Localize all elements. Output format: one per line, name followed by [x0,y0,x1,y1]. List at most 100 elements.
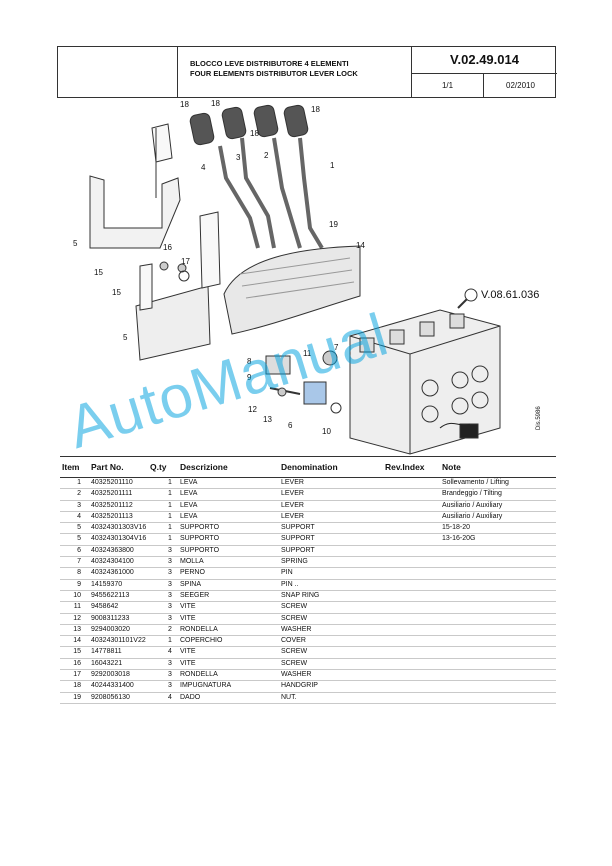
cell-qty: 3 [168,569,172,577]
cell-part: 9008311233 [91,614,130,622]
cell-qty: 3 [168,682,172,690]
cell-qty: 4 [168,693,172,701]
cell-desc: MOLLA [180,558,204,566]
parts-table: Item Part No. Q.ty Descrizione Denominat… [60,456,556,704]
cell-desc: VITE [180,659,196,667]
cell-qty: 4 [168,648,172,656]
cell-desc: VITE [180,614,196,622]
cell-qty: 3 [168,671,172,679]
cell-desc: PERNO [180,569,205,577]
cell-note: 15-18-20 [442,524,471,532]
callout-14: 14 [356,241,365,250]
cell-part: 40325201113 [91,512,133,520]
sheet-number: 1/1 [412,74,484,98]
cell-part: 9208056130 [91,693,130,701]
cell-part: 9455622113 [91,591,130,599]
callout-17: 17 [181,257,190,266]
cell-desc: IMPUGNATURA [180,682,232,690]
cell-den: SCREW [281,603,308,611]
cell-den: SCREW [281,614,308,622]
cell-den: LEVER [281,512,304,520]
callout-18d: 18 [311,105,320,114]
callout-15a: 15 [94,268,103,277]
callout-12: 12 [248,405,257,414]
callout-4: 4 [201,163,206,172]
cell-den: NUT. [281,693,297,701]
title-italian: BLOCCO LEVE DISTRIBUTORE 4 ELEMENTI [190,59,349,68]
callout-2: 2 [264,151,269,160]
cell-part: 40244331400 [91,682,134,690]
cell-item: 19 [73,693,81,701]
cell-note: Ausiliario / Auxiliary [442,512,503,520]
table-row: 19 9208056130 4 DADO NUT. [60,693,556,704]
cell-desc: DADO [180,693,201,701]
cell-desc: SEEGER [180,591,210,599]
cell-item: 3 [77,501,81,509]
header-rev-index: Rev.Index [385,462,425,472]
callout-11: 11 [303,349,312,358]
callout-18c: 18 [250,129,259,138]
code-cell: V.02.49.014 1/1 02/2010 [412,47,557,98]
callout-3: 3 [236,153,241,162]
cell-qty: 1 [168,535,172,543]
exploded-diagram-svg: 18 18 18 18 1 2 3 4 5 5 7 8 9 10 11 12 1… [73,99,539,455]
cell-den: LEVER [281,501,304,509]
cell-qty: 3 [168,614,172,622]
table-header: Item Part No. Q.ty Descrizione Denominat… [60,456,556,478]
cell-qty: 1 [168,490,172,498]
cell-item: 14 [73,637,81,645]
cell-desc: COPERCHIO [180,637,223,645]
cell-desc: LEVA [180,490,198,498]
cell-part: 40324301304V16 [91,535,147,543]
cell-note: Ausiliario / Auxiliary [442,501,503,509]
exploded-diagram: 18 18 18 18 1 2 3 4 5 5 7 8 9 10 11 12 1… [60,98,560,456]
cell-den: WASHER [281,625,312,633]
cell-qty: 1 [168,637,172,645]
cell-item: 13 [73,625,81,633]
cell-den: SUPPORT [281,535,315,543]
cell-part: 40325201111 [91,490,133,498]
cell-desc: SUPPORTO [180,524,220,532]
cell-desc: LEVA [180,479,198,486]
cell-den: HANDGRIP [281,682,318,690]
cell-den: SCREW [281,648,308,656]
cell-item: 5 [77,524,81,532]
cell-desc: LEVA [180,501,198,509]
cell-desc: LEVA [180,512,198,520]
cell-desc: RONDELLA [180,671,218,679]
cell-item: 5 [77,535,81,543]
cell-note: Brandeggio / Tilting [442,490,502,498]
header-note: Note [442,462,461,472]
title-block: BLOCCO LEVE DISTRIBUTORE 4 ELEMENTI FOUR… [57,46,557,98]
cell-den: COVER [281,637,306,645]
cell-desc: SUPPORTO [180,546,220,554]
cell-qty: 1 [168,501,172,509]
cell-item: 17 [73,671,81,679]
cell-qty: 3 [168,603,172,611]
cell-part: 9294003020 [91,625,130,633]
title-english: FOUR ELEMENTS DISTRIBUTOR LEVER LOCK [190,69,358,78]
document-code: V.02.49.014 [412,47,557,74]
callout-19: 19 [329,220,338,229]
cell-den: WASHER [281,671,312,679]
title-cell: BLOCCO LEVE DISTRIBUTORE 4 ELEMENTI FOUR… [178,47,412,97]
header-part: Part No. [91,462,124,472]
cell-item: 16 [73,659,81,667]
cell-den: SNAP RING [281,591,320,599]
cell-den: SUPPORT [281,546,315,554]
cell-den: LEVER [281,490,304,498]
cell-note: Sollevamento / Lifting [442,479,509,486]
cell-part: 9292003018 [91,671,130,679]
document-date: 02/2010 [506,81,535,90]
cell-item: 11 [73,603,81,611]
header-denomination: Denomination [281,462,338,472]
cell-qty: 1 [168,524,172,532]
